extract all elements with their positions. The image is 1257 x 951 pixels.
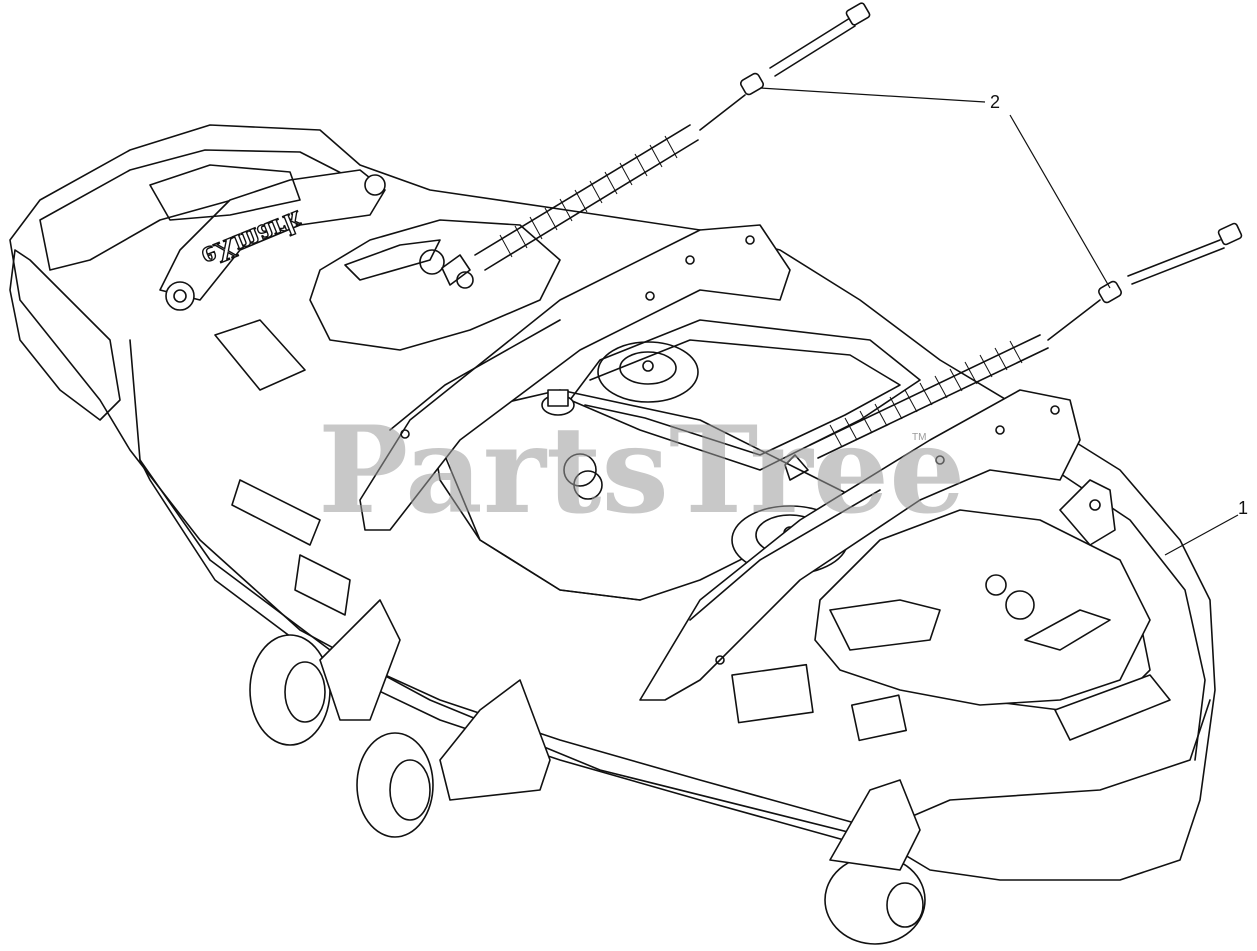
watermark-text: PartsTree	[318, 400, 965, 541]
caster-wheels	[249, 599, 926, 945]
callout-1-label: 1	[1238, 498, 1248, 518]
spring-assembly-right	[784, 222, 1243, 481]
watermark: PartsTree TM	[318, 400, 965, 541]
callout-2: 2	[759, 87, 1111, 289]
callout-2-label: 2	[990, 92, 1000, 112]
watermark-trademark: TM	[912, 432, 926, 443]
spring-assembly-left	[441, 2, 871, 286]
mower-deck	[9, 124, 1216, 881]
hanger-frame	[159, 169, 1116, 701]
deck-decals	[214, 319, 1171, 742]
callout-1: 1	[1164, 498, 1248, 556]
